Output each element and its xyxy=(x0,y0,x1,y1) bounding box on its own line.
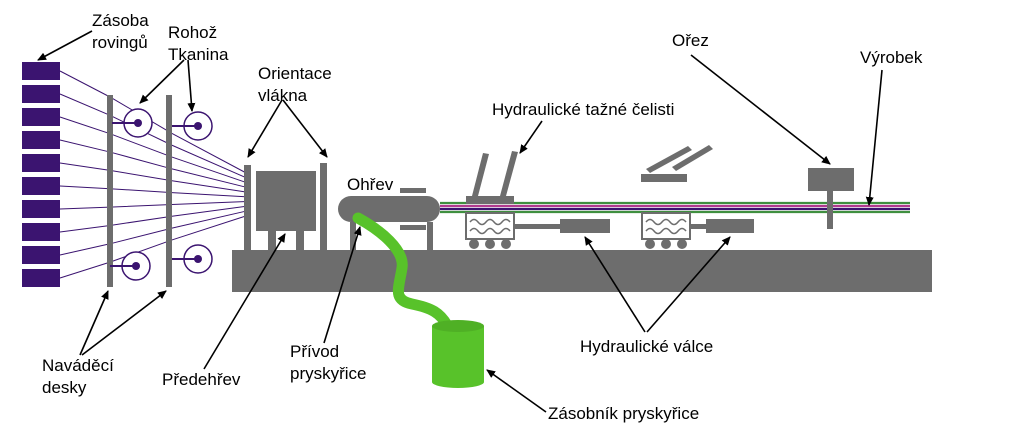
preheater-block xyxy=(256,171,316,231)
cylinder-2-rod xyxy=(690,224,706,229)
roving-fiber-3 xyxy=(59,116,251,185)
label-roving-supply: Zásoba rovingů xyxy=(92,11,149,52)
gripper-1-plate xyxy=(466,196,514,204)
resin-hose xyxy=(352,212,453,331)
roving-fiber-10 xyxy=(59,214,251,279)
puller-1-wave-1 xyxy=(469,218,511,226)
arrow-grippers xyxy=(519,120,543,154)
label-product: Výrobek xyxy=(860,48,923,67)
roving-spool-6 xyxy=(22,177,60,195)
roving-fiber-5 xyxy=(59,162,251,194)
roving-fiber-1 xyxy=(59,70,251,176)
die-leg-2 xyxy=(427,222,433,252)
roving-spool-4 xyxy=(22,131,60,149)
puller-1-wheel-2 xyxy=(485,239,495,249)
roving-spool-1 xyxy=(22,62,60,80)
arrow-mat-top-1 xyxy=(139,59,185,104)
gripper-2-jaw-right xyxy=(672,145,713,171)
arrow-resin-supply xyxy=(323,226,362,344)
roving-fiber-9 xyxy=(59,209,251,256)
puller-2-wheel-1 xyxy=(645,239,655,249)
puller-1-body xyxy=(465,212,515,240)
label-guide-plates: Naváděcí desky xyxy=(42,356,114,397)
label-hydraulic-cylinders: Hydraulické válce xyxy=(580,337,714,356)
guide-plate-2 xyxy=(166,95,172,287)
puller-2-wave-2 xyxy=(645,227,687,235)
label-resin-supply: Přívod pryskyřice xyxy=(290,342,367,383)
gripper-1-jaw-right xyxy=(500,151,518,196)
puller-1-wheel-3 xyxy=(501,239,511,249)
roving-fiber-8 xyxy=(59,205,251,233)
puller-2-wheel-3 xyxy=(677,239,687,249)
resin-tank-body xyxy=(432,326,484,382)
arrow-roving-supply xyxy=(37,30,93,61)
label-resin-tank: Zásobník pryskyřice xyxy=(548,404,700,423)
label-heating: Ohřev xyxy=(347,175,394,194)
gripper-1-jaw-left xyxy=(472,153,489,196)
cutoff-saw-head xyxy=(808,168,854,191)
roving-spool-7 xyxy=(22,200,60,218)
arrow-guide-plate-2 xyxy=(81,290,167,356)
arrow-orientation-right xyxy=(282,99,328,158)
roving-fiber-6 xyxy=(59,185,251,198)
puller-1-wheel-1 xyxy=(469,239,479,249)
orientation-post-right xyxy=(320,163,327,252)
label-hydraulic-grippers: Hydraulické tažné čelisti xyxy=(492,100,675,119)
die-leg-1 xyxy=(350,222,356,252)
preheater-leg-2 xyxy=(296,231,304,252)
guide-plate-1 xyxy=(107,95,113,287)
label-mat-fabric: Rohož Tkanina xyxy=(168,23,229,64)
gripper-2-plate xyxy=(641,174,687,182)
gripper-2-jaw-left xyxy=(646,146,692,173)
arrow-mat-top-2 xyxy=(187,59,196,112)
puller-2-body xyxy=(641,212,691,240)
roving-spool-2 xyxy=(22,85,60,103)
arrow-orientation-left xyxy=(247,99,283,158)
roving-spool-3 xyxy=(22,108,60,126)
resin-tank-top xyxy=(432,320,484,332)
machine-bed xyxy=(232,250,932,292)
label-preheating: Předehřev xyxy=(162,370,241,389)
roving-spool-5 xyxy=(22,154,60,172)
puller-1-wave-2 xyxy=(469,227,511,235)
roving-spool-10 xyxy=(22,269,60,287)
arrow-guide-plate-1 xyxy=(79,290,109,356)
orientation-post-left xyxy=(244,165,251,252)
cylinder-1-body xyxy=(560,219,610,233)
arrow-cutoff xyxy=(690,54,831,165)
resin-tank-bottom xyxy=(432,376,484,388)
label-fiber-orientation: Orientace vlákna xyxy=(258,64,332,105)
cylinder-1-rod xyxy=(514,224,560,229)
roving-spool-9 xyxy=(22,246,60,264)
cutoff-saw-blade xyxy=(827,191,833,229)
arrow-product xyxy=(865,69,883,206)
label-cutoff: Ořez xyxy=(672,31,709,50)
puller-2-wheel-2 xyxy=(661,239,671,249)
roving-fiber-4 xyxy=(59,139,251,189)
die-heater-bottom xyxy=(400,225,426,230)
roving-spool-8 xyxy=(22,223,60,241)
puller-2-wave-1 xyxy=(645,218,687,226)
arrow-resin-tank xyxy=(486,369,547,413)
preheater-leg-1 xyxy=(268,231,276,252)
cylinder-2-body xyxy=(706,219,754,233)
roving-fiber-2 xyxy=(59,93,251,180)
roving-fiber-7 xyxy=(59,200,251,210)
die-heater-top xyxy=(400,188,426,193)
arrow-preheating xyxy=(203,233,286,370)
arrow-cylinder-1 xyxy=(584,236,646,333)
arrow-cylinder-2 xyxy=(646,236,731,333)
